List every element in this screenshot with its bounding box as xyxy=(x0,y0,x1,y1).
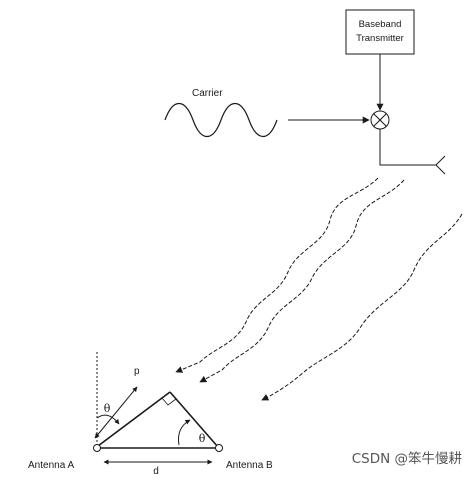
transmitter-label-line1: Baseband xyxy=(359,19,402,30)
mixer-icon xyxy=(370,110,390,130)
signal-wave-arrow-2 xyxy=(199,179,405,383)
path-difference-line xyxy=(97,391,171,447)
path-difference-label: p xyxy=(134,366,140,377)
antenna-b-icon xyxy=(215,444,223,452)
antenna-geometry: d p θ θ Antenna A Antenna B xyxy=(28,352,273,477)
angle-arc-left xyxy=(96,414,120,425)
angle-label-left: θ xyxy=(104,402,111,415)
angle-label-right: θ xyxy=(199,432,206,445)
angle-arc-right xyxy=(178,419,191,446)
antenna-a-icon xyxy=(93,444,101,452)
baseband-transmitter-box: Baseband Transmitter xyxy=(345,9,415,55)
csdn-watermark: CSDN @笨牛慢耕 xyxy=(352,450,462,467)
transmitter-label-line2: Transmitter xyxy=(356,33,404,44)
carrier-label: Carrier xyxy=(192,88,223,99)
signal-wave-arrow-3 xyxy=(261,213,463,401)
signal-wave-arrow-1 xyxy=(175,177,379,373)
carrier-sine-wave xyxy=(164,102,278,138)
wavefront-line xyxy=(169,391,219,448)
transmit-antenna-icon xyxy=(435,155,446,175)
mixer-output-line xyxy=(379,129,436,166)
antenna-a-label: Antenna A xyxy=(28,460,74,471)
path-difference-arrow xyxy=(94,386,138,439)
spacing-label: d xyxy=(153,466,159,476)
antenna-b-label: Antenna B xyxy=(226,460,273,471)
right-angle-marker xyxy=(161,397,177,406)
